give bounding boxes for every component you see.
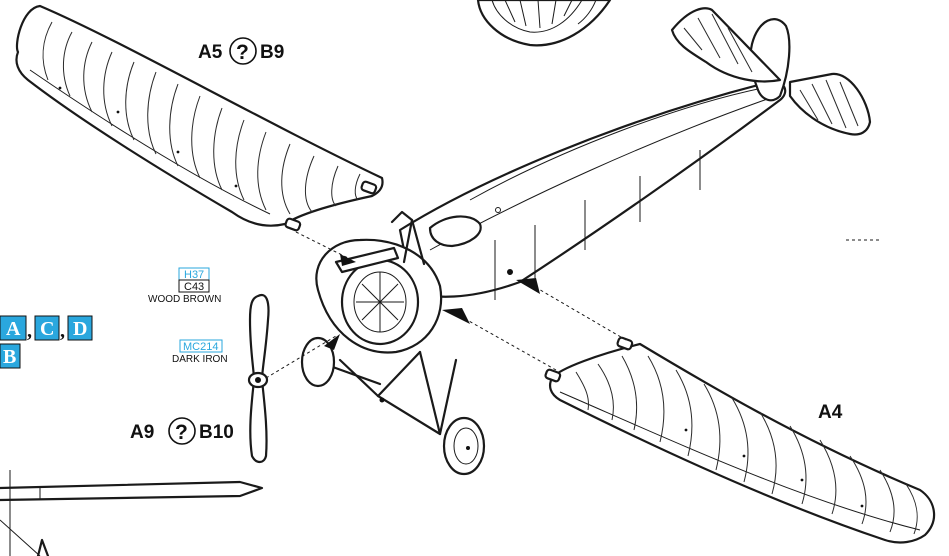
version-symbol-icon	[168, 417, 196, 445]
label-right-wing: A4	[818, 402, 843, 423]
arrow-left-wing	[340, 254, 356, 266]
version-symbol: ?	[175, 421, 188, 444]
version-symbol-icon	[229, 37, 257, 65]
propeller	[247, 293, 270, 464]
left-wing	[15, 4, 384, 232]
paint-code-mc214: MC214	[183, 341, 218, 353]
part-a9: A9	[130, 422, 154, 443]
paint-callout-wood: H37 C43 WOOD BROWN	[148, 267, 221, 305]
version-legend: A , C , D B	[0, 315, 93, 369]
version-box-c: C	[40, 318, 54, 340]
paint-callout-iron: MC214 DARK IRON	[172, 339, 228, 365]
right-wing	[544, 336, 936, 544]
part-a5: A5	[198, 42, 223, 63]
version-box-d: D	[73, 318, 87, 340]
engine-cowling	[315, 210, 443, 354]
detail-partial-bottom-left	[0, 470, 264, 556]
arrow-right-wing-2	[516, 278, 540, 294]
part-b10: B10	[199, 422, 234, 443]
arrow-right-wing-1	[442, 308, 470, 324]
label-propeller: A9 ? B10	[130, 417, 234, 445]
arrow-propeller	[324, 334, 340, 350]
paint-code-h37: H37	[184, 269, 204, 281]
version-box-a: A	[6, 318, 21, 340]
part-a4: A4	[818, 402, 843, 423]
version-separator: ,	[27, 320, 32, 342]
label-left-wing: A5 ? B9	[198, 37, 284, 65]
version-symbol: ?	[236, 41, 249, 64]
paint-name-wood-brown: WOOD BROWN	[148, 294, 221, 305]
tail	[670, 7, 872, 136]
version-box-b: B	[3, 346, 16, 368]
paint-name-dark-iron: DARK IRON	[172, 354, 228, 365]
fuselage	[398, 80, 787, 305]
part-b9: B9	[260, 42, 284, 63]
assembly-guides	[265, 231, 880, 379]
version-separator: ,	[60, 320, 65, 342]
paint-code-c43: C43	[184, 281, 204, 293]
landing-gear	[300, 336, 486, 476]
engine-detail-partial	[476, 0, 612, 47]
